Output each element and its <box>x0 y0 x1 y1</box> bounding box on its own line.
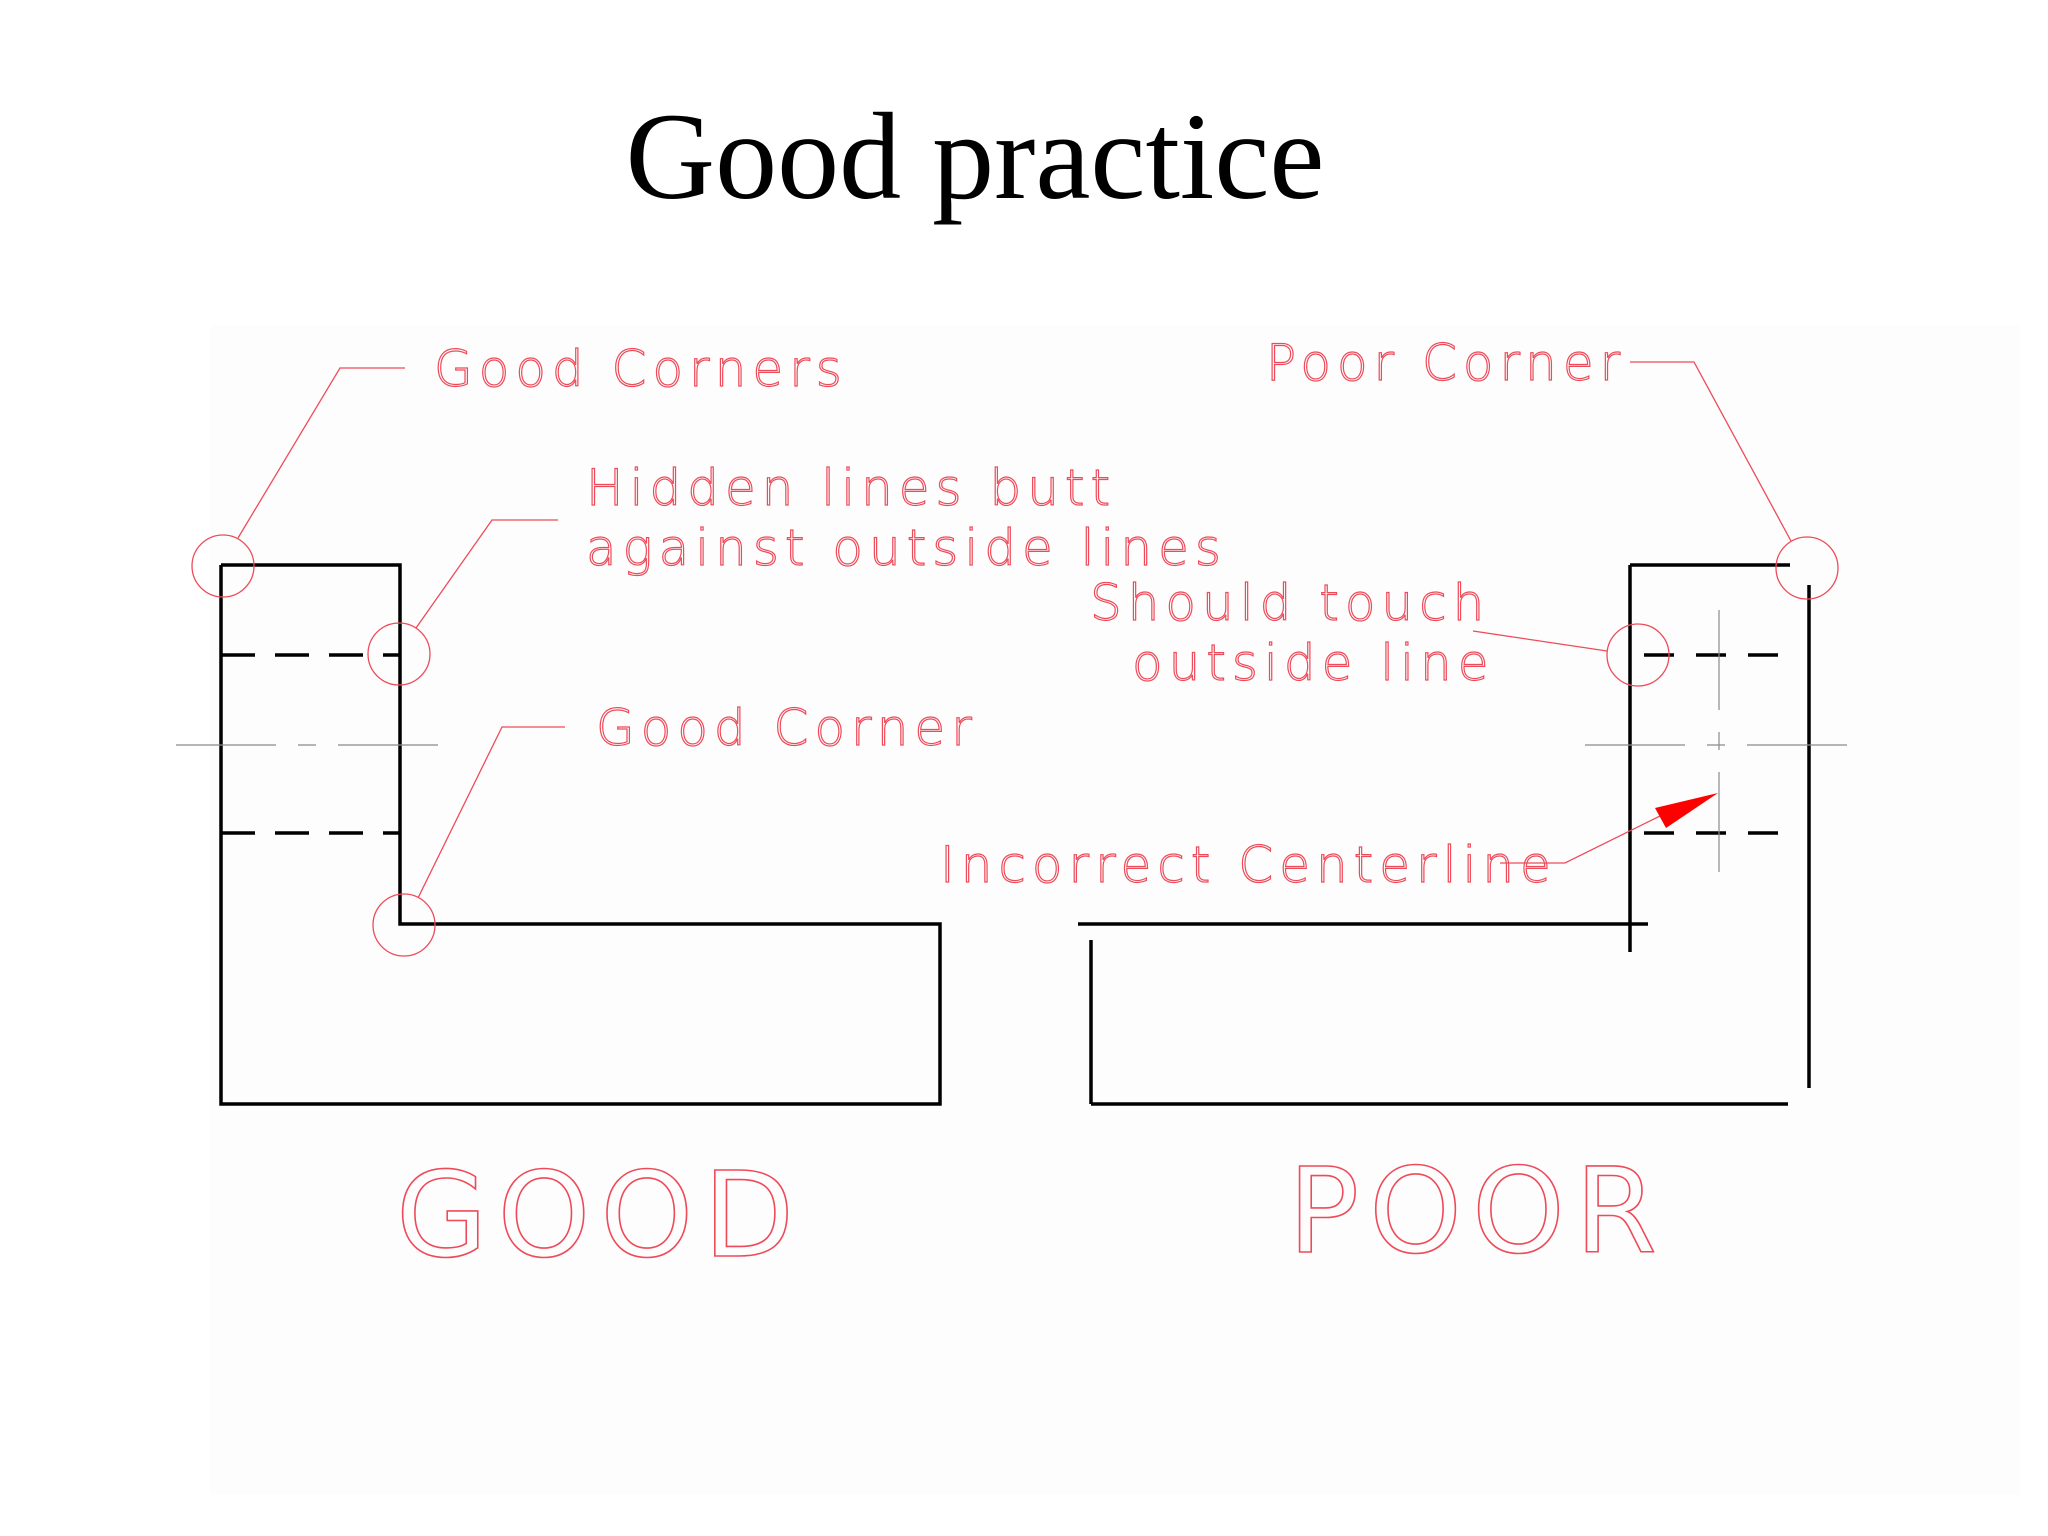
poor-annotations <box>1472 361 1839 864</box>
good-corners-label: Good Corners <box>434 340 848 398</box>
incorrect-centerline-leader <box>1500 815 1661 864</box>
hidden-lines-label-line1: Hidden lines butt <box>586 459 1116 517</box>
should-touch-leader <box>1472 630 1608 652</box>
page-title: Good practice <box>625 88 1325 225</box>
good-corner-circle-top-left <box>191 534 255 598</box>
incorrect-centerline-arrowhead <box>1655 793 1718 828</box>
hidden-lines-leader <box>415 519 558 629</box>
should-touch-circle <box>1606 623 1670 687</box>
poor-annotation-text: Poor Corner Should touch outside line In… <box>939 333 1626 894</box>
good-annotations <box>191 367 565 957</box>
good-annotation-text: Good Corners Hidden lines butt against o… <box>433 339 1227 757</box>
good-part <box>176 563 942 1106</box>
poor-part <box>1078 563 1855 1106</box>
incorrect-centerline-label: Incorrect Centerline <box>940 836 1557 894</box>
poor-corner-label: Poor Corner <box>1266 334 1626 392</box>
good-corner-label: Good Corner <box>596 699 978 757</box>
should-touch-label-line2: outside line <box>1132 634 1494 692</box>
good-corners-leader <box>237 367 405 539</box>
hidden-lines-label-line2: against outside lines <box>586 519 1227 577</box>
poor-corner-circle <box>1775 536 1839 600</box>
hidden-line-circle <box>367 622 431 686</box>
good-corner-circle-inner <box>372 893 436 957</box>
good-label: GOOD <box>396 1146 804 1284</box>
good-corner-leader <box>417 726 565 899</box>
poor-label: POOR <box>1288 1142 1667 1280</box>
good-part-outline <box>219 563 942 1106</box>
should-touch-label-line1: Should touch <box>1090 574 1490 632</box>
poor-corner-leader <box>1630 361 1792 542</box>
